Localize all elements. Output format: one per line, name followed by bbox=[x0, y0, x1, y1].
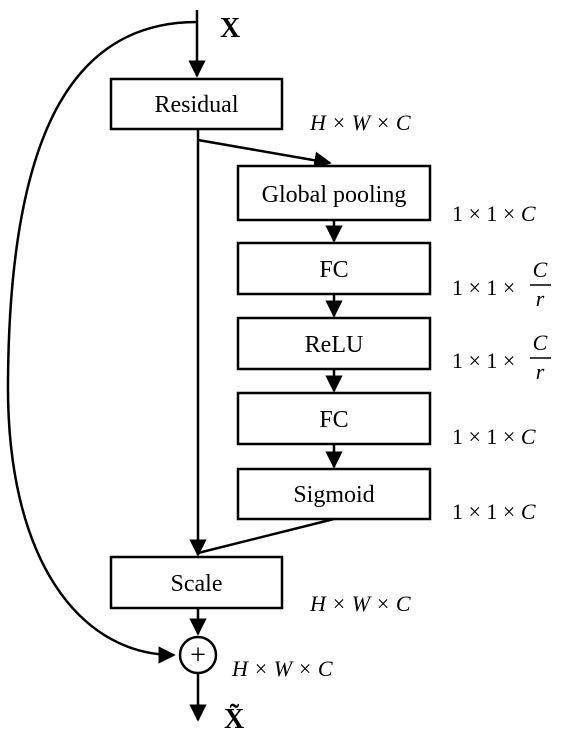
scale-dim: H × W × C bbox=[309, 591, 411, 616]
global-pooling-block: Global pooling bbox=[236, 164, 432, 222]
fc1-label: FC bbox=[319, 257, 348, 283]
scale-block: Scale bbox=[109, 555, 284, 610]
fc2-block: FC bbox=[236, 391, 432, 446]
add-symbol: + bbox=[190, 640, 206, 671]
global-pooling-dim: 1 × 1 × C bbox=[452, 201, 536, 226]
relu-dim-prefix: 1 × 1 × bbox=[452, 348, 515, 373]
sigmoid-block: Sigmoid bbox=[236, 467, 432, 521]
sigmoid-label: Sigmoid bbox=[293, 482, 374, 508]
fc2-label: FC bbox=[319, 407, 348, 433]
add-node: + bbox=[178, 635, 218, 675]
sigmoid-dim: 1 × 1 × C bbox=[452, 499, 536, 524]
sigmoid-to-scale-line bbox=[197, 517, 335, 555]
residual-block: Residual bbox=[109, 77, 284, 131]
fc1-dim-prefix: 1 × 1 × bbox=[452, 275, 515, 300]
relu-label: ReLU bbox=[305, 332, 364, 358]
relu-dim-denominator: r bbox=[536, 359, 545, 384]
input-label: X bbox=[220, 13, 240, 44]
residual-dim: H × W × C bbox=[309, 110, 411, 135]
relu-dim-numerator: C bbox=[533, 330, 548, 355]
skip-connection-curve bbox=[6, 20, 198, 664]
global-pooling-label: Global pooling bbox=[262, 182, 407, 208]
fc1-dim-numerator: C bbox=[533, 257, 548, 282]
residual-label: Residual bbox=[155, 92, 239, 118]
relu-block: ReLU bbox=[236, 316, 432, 371]
output-label: X̃ bbox=[224, 704, 244, 735]
scale-label: Scale bbox=[171, 571, 223, 597]
add-dim: H × W × C bbox=[231, 656, 333, 681]
relu-dim: 1 × 1 × C r bbox=[452, 330, 551, 384]
fc1-dim-denominator: r bbox=[536, 286, 545, 311]
fc1-block: FC bbox=[236, 241, 432, 296]
fc2-dim: 1 × 1 × C bbox=[452, 424, 536, 449]
branch-arrow bbox=[197, 138, 332, 169]
fc1-dim: 1 × 1 × C r bbox=[452, 257, 551, 311]
